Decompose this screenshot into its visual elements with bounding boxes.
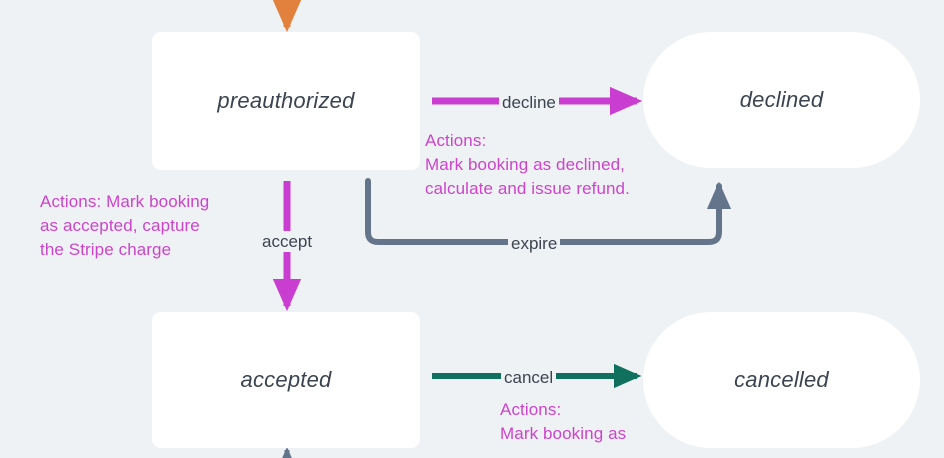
state-node-cancelled[interactable]: cancelled	[643, 312, 920, 448]
note-decline-actions: Actions: Mark booking as declined, calcu…	[425, 131, 630, 199]
edge-label-decline: decline	[499, 92, 559, 113]
state-label-declined: declined	[739, 87, 824, 112]
edge-label-expire: expire	[508, 233, 561, 254]
state-label-accepted: accepted	[240, 367, 332, 392]
state-node-preauthorized[interactable]: preauthorized	[152, 32, 420, 170]
note-cancel-actions: Actions: Mark booking as	[500, 400, 627, 444]
edge-label-cancel: cancel	[501, 367, 557, 388]
state-node-declined[interactable]: declined	[643, 32, 920, 168]
state-node-accepted[interactable]: accepted	[152, 312, 420, 448]
state-label-cancelled: cancelled	[734, 367, 829, 392]
note-accept-actions: Actions: Mark booking as accepted, captu…	[40, 192, 210, 260]
edge-label-accept: accept	[259, 231, 316, 252]
state-label-preauthorized: preauthorized	[217, 88, 355, 113]
